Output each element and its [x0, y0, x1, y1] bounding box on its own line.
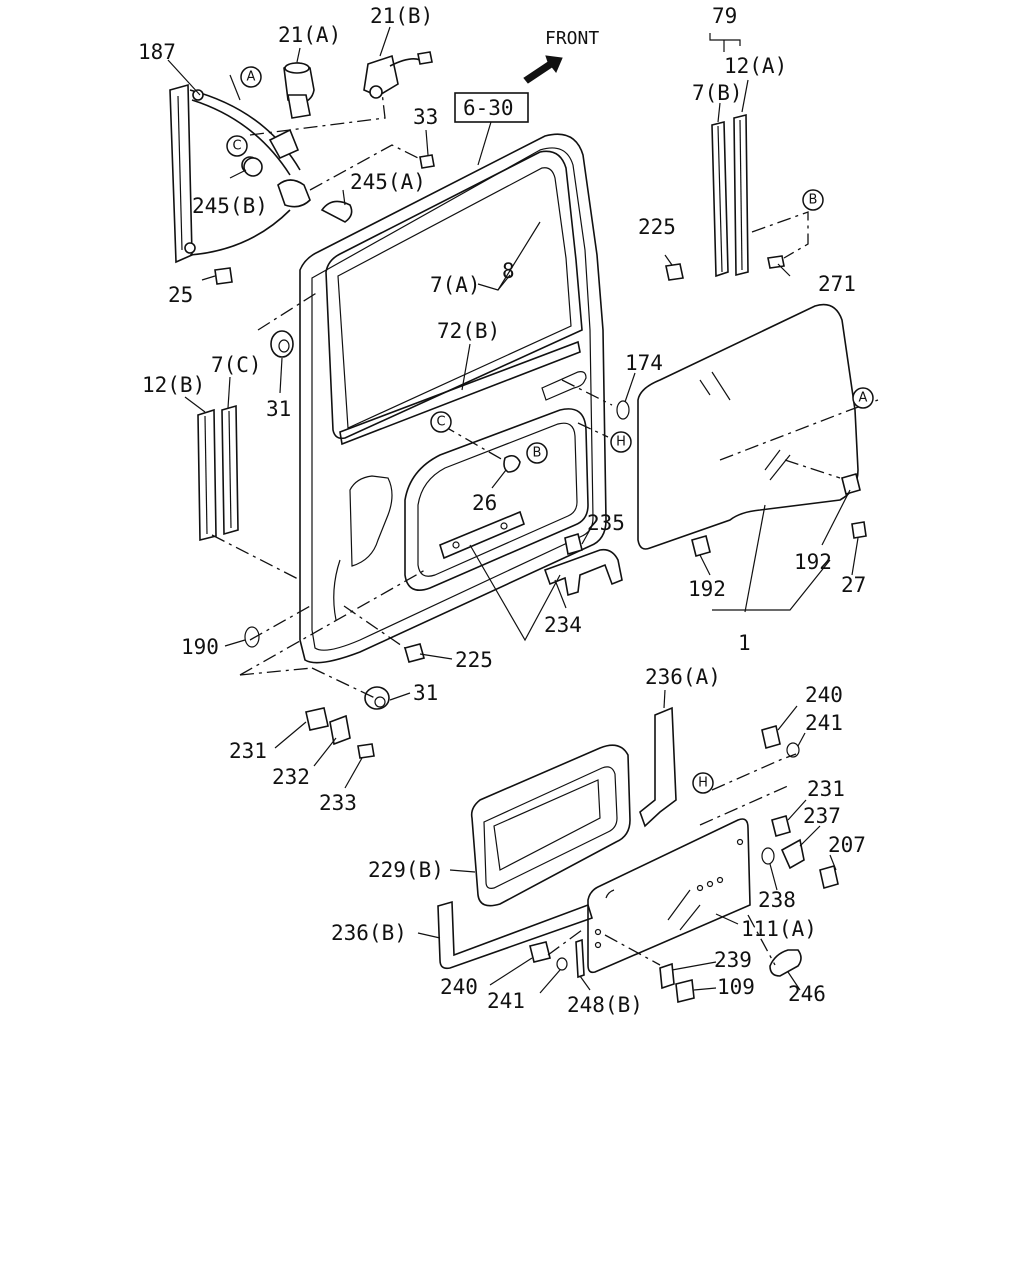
label-271: 271	[818, 272, 856, 296]
callout-b-door: B	[526, 442, 548, 464]
label-79: 79	[712, 4, 737, 28]
label-21b: 21(B)	[370, 4, 433, 28]
label-239: 239	[714, 948, 752, 972]
label-31-top: 31	[266, 397, 291, 421]
label-225-top: 225	[638, 215, 676, 239]
label-234: 234	[544, 613, 582, 637]
callout-c-door: C	[430, 411, 452, 433]
label-248b: 248(B)	[567, 993, 643, 1017]
label-111a: 111(A)	[741, 917, 817, 941]
svg-text:H: H	[698, 776, 708, 791]
label-21a: 21(A)	[278, 23, 341, 47]
label-207: 207	[828, 833, 866, 857]
label-7a: 7(A)	[430, 273, 481, 297]
label-229b: 229(B)	[368, 858, 444, 882]
door-panel	[299, 133, 607, 664]
label-245b: 245(B)	[192, 194, 268, 218]
label-187: 187	[138, 40, 176, 64]
label-232: 232	[272, 765, 310, 789]
leader-lines	[167, 26, 859, 994]
svg-text:C: C	[436, 415, 445, 430]
label-174: 174	[625, 351, 663, 375]
label-231-right: 231	[807, 777, 845, 801]
label-245a: 245(A)	[350, 170, 426, 194]
label-192-right: 192	[794, 550, 832, 574]
svg-text:A: A	[247, 70, 256, 85]
svg-text:B: B	[533, 446, 542, 461]
label-238: 238	[758, 888, 796, 912]
label-241-right: 241	[805, 711, 843, 735]
svg-text:H: H	[616, 435, 626, 450]
ref-box-6-30: 6-30	[454, 92, 529, 166]
callouts: A A B B C C H H	[226, 66, 874, 794]
svg-text:C: C	[232, 139, 241, 154]
callout-h-door: H	[610, 431, 632, 453]
label-8: 8	[502, 259, 515, 283]
front-label: FRONT	[545, 28, 599, 49]
callout-h-lower: H	[692, 772, 714, 794]
ref-box-label: 6-30	[463, 96, 514, 120]
callout-c-top: C	[226, 135, 248, 157]
label-233: 233	[319, 791, 357, 815]
label-25: 25	[168, 283, 193, 307]
label-26: 26	[472, 491, 497, 515]
label-231-left: 231	[229, 739, 267, 763]
front-arrow-group: FRONT	[523, 28, 599, 84]
callout-a-top: A	[240, 66, 262, 88]
label-7b: 7(B)	[692, 81, 743, 105]
label-27: 27	[841, 573, 866, 597]
label-237: 237	[803, 804, 841, 828]
label-246: 246	[788, 982, 826, 1006]
label-225-lower: 225	[455, 648, 493, 672]
label-31-lower: 31	[413, 681, 438, 705]
svg-text:B: B	[809, 193, 818, 208]
label-192-left: 192	[688, 577, 726, 601]
label-72b: 72(B)	[437, 319, 500, 343]
label-240-right: 240	[805, 683, 843, 707]
label-190: 190	[181, 635, 219, 659]
sliding-window	[437, 706, 839, 1003]
label-1: 1	[738, 631, 751, 655]
label-12b: 12(B)	[142, 373, 205, 397]
callout-a-right: A	[852, 387, 874, 409]
label-240-left: 240	[440, 975, 478, 999]
door-small-parts	[244, 330, 630, 759]
window-regulator	[169, 51, 435, 285]
svg-text:A: A	[859, 391, 868, 406]
label-12a: 12(A)	[724, 54, 787, 78]
run-channels-right	[665, 113, 785, 281]
label-236b: 236(B)	[331, 921, 407, 945]
label-109: 109	[717, 975, 755, 999]
front-arrow-icon	[523, 55, 563, 84]
part-labels: 187 21(A) 21(B) 33 245(A) 245(B) 25 79 1…	[138, 4, 866, 1017]
label-235: 235	[587, 511, 625, 535]
label-7c: 7(C)	[211, 353, 262, 377]
reference-lines	[211, 91, 879, 966]
door-glass	[637, 303, 867, 557]
label-33: 33	[413, 105, 438, 129]
callout-b-top: B	[802, 189, 824, 211]
label-241-left: 241	[487, 989, 525, 1013]
run-channels-left	[197, 404, 239, 542]
label-236a: 236(A)	[645, 665, 721, 689]
